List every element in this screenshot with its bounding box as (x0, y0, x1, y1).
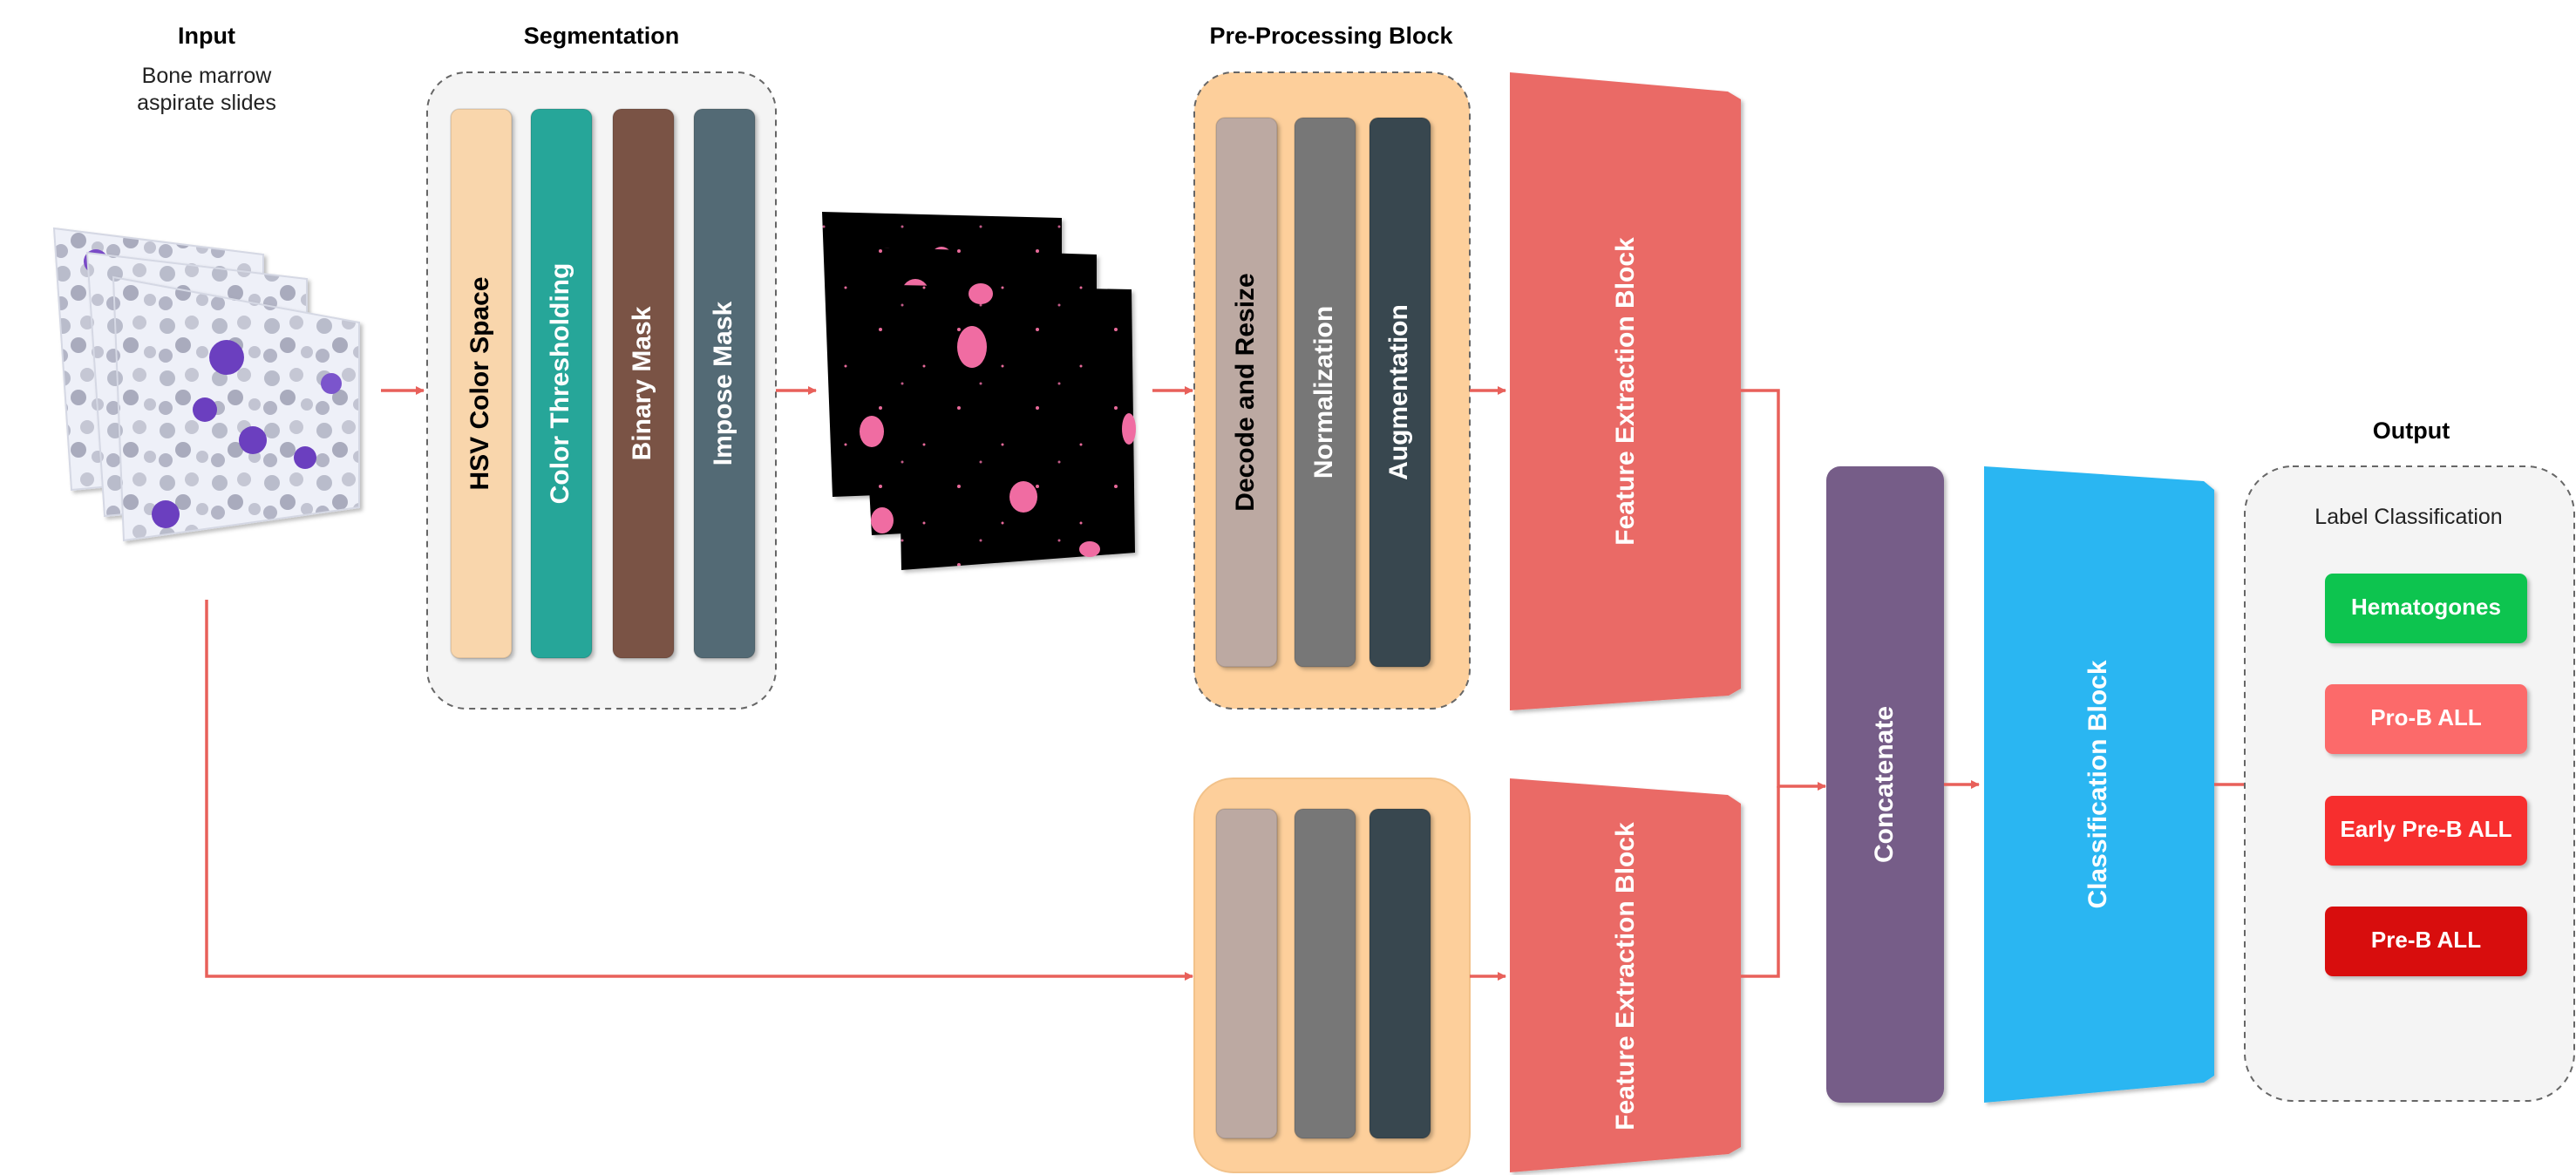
input-title: Input (178, 23, 235, 49)
preprocessing-section: Pre-Processing Block Decode and Resize No… (1193, 23, 1471, 1173)
output-container (2244, 465, 2575, 1102)
input-subtitle-line1: Bone marrow (142, 64, 273, 88)
classification-block: Classification Block (1984, 466, 2214, 1103)
pre-step-decode-and-resize-label: Decode and Resize (1231, 273, 1260, 511)
input-subtitle-line2: aspirate slides (137, 91, 276, 115)
preprocessing-title: Pre-Processing Block (1209, 23, 1453, 49)
output-label-pro-b-all: Pro-B ALL (2325, 684, 2527, 754)
seg-step-impose-mask: Impose Mask (693, 108, 756, 659)
output-label-pre-b-all-text: Pre-B ALL (2371, 927, 2481, 953)
arrow-input-to-lower-branch (205, 600, 1193, 981)
output-label-early-pre-b-all: Early Pre-B ALL (2325, 796, 2527, 866)
pre-step-augmentation: Augmentation (1369, 117, 1431, 668)
pre-step-normalization-label: Normalization (1309, 306, 1338, 479)
output-label-pre-b-all: Pre-B ALL (2325, 907, 2527, 976)
feature-extraction-upper-label: Feature Extraction Block (1611, 237, 1640, 546)
seg-step-color-thresholding: Color Thresholding (530, 108, 593, 659)
concatenate-block: Concatenate (1826, 466, 1944, 1103)
output-section: Output Label Classification HematogonesP… (2244, 418, 2575, 1102)
pre-step-lower-normalization (1294, 808, 1356, 1139)
concatenate-label: Concatenate (1870, 706, 1899, 863)
pre-step-decode-and-resize: Decode and Resize (1215, 117, 1278, 668)
seg-step-color-thresholding-label: Color Thresholding (546, 263, 574, 505)
output-label-early-pre-b-all-text: Early Pre-B ALL (2341, 816, 2512, 842)
preprocessing-steps-upper: Decode and Resize Normalization Augmentati… (1215, 117, 1431, 668)
pre-step-augmentation-label: Augmentation (1384, 304, 1413, 480)
seg-step-hsv-color-space-label: HSV Color Space (466, 276, 494, 490)
feature-extraction-lower-label: Feature Extraction Block (1611, 822, 1640, 1131)
output-subtitle: Label Classification (2314, 505, 2502, 529)
segmentation-section: Segmentation HSV Color Space Color Thresh… (426, 23, 777, 710)
seg-step-binary-mask-label: Binary Mask (628, 306, 656, 460)
masked-image-stack (822, 212, 1136, 570)
seg-step-binary-mask: Binary Mask (612, 108, 675, 659)
classification-label: Classification Block (2083, 660, 2112, 908)
preprocessing-steps-lower (1215, 808, 1431, 1139)
segmentation-container (426, 71, 777, 710)
output-label-hematogones-text: Hematogones (2351, 594, 2501, 620)
seg-step-impose-mask-label: Impose Mask (709, 301, 737, 465)
pre-step-normalization: Normalization (1294, 117, 1356, 668)
arrow-feature-lower-to-concatenate (1741, 786, 1780, 978)
feature-extraction-lower: Feature Extraction Block (1510, 778, 1741, 1172)
arrow-feature-upper-to-concatenate (1741, 389, 1826, 791)
output-label-pro-b-all-text: Pro-B ALL (2370, 704, 2482, 730)
pre-step-lower-decode-and-resize (1215, 808, 1278, 1139)
output-title: Output (2373, 418, 2450, 444)
segmentation-title: Segmentation (524, 23, 680, 49)
seg-step-hsv-color-space: HSV Color Space (450, 108, 513, 659)
feature-extraction-upper: Feature Extraction Block (1510, 72, 1741, 710)
output-label-hematogones: Hematogones (2325, 574, 2527, 643)
pre-step-lower-augmentation (1369, 808, 1431, 1139)
slide-stack-image (52, 227, 360, 542)
segmentation-steps: HSV Color Space Color Thresholding Binary … (450, 108, 756, 659)
input-section: Input Bone marrow aspirate slides (52, 23, 360, 542)
